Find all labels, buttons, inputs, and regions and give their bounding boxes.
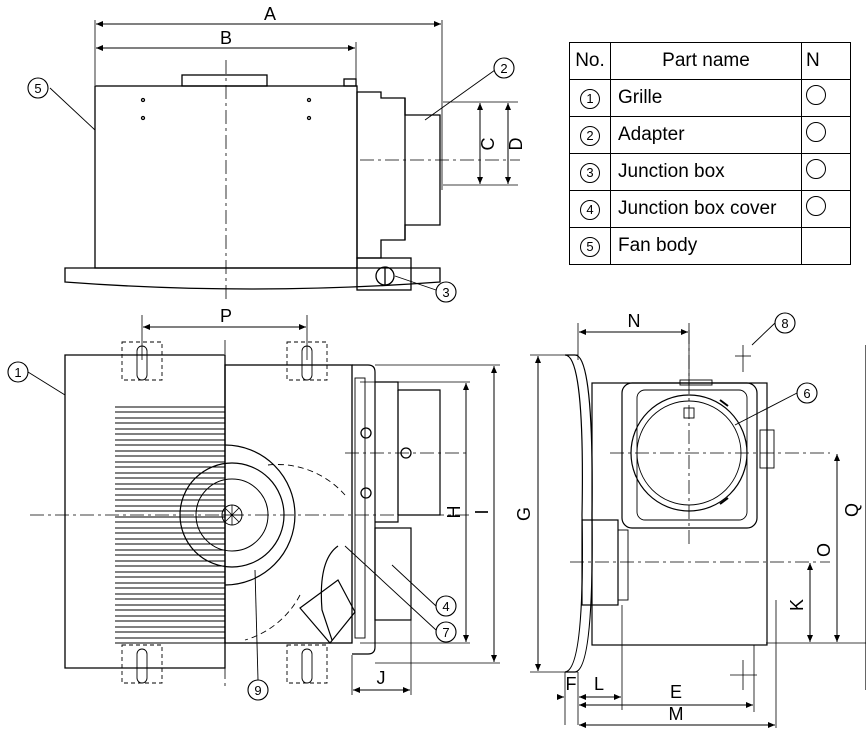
svg-text:2: 2 xyxy=(500,61,507,76)
junction-box-top xyxy=(356,257,412,291)
row-part-name: Grille xyxy=(610,79,802,117)
svg-text:5: 5 xyxy=(34,81,41,96)
row-number: 4 xyxy=(580,200,600,220)
parts-table-header: No. Part name N xyxy=(569,42,851,80)
row-number-2 xyxy=(806,122,826,142)
bottom-view xyxy=(27,315,500,695)
callout-1: 1 xyxy=(7,361,29,383)
dim-label-l: L xyxy=(594,674,604,694)
dim-label-g: G xyxy=(514,507,534,521)
row-number-2 xyxy=(806,196,826,216)
dim-label-i: I xyxy=(472,509,492,514)
row-number-2 xyxy=(806,159,826,179)
svg-text:3: 3 xyxy=(442,285,449,300)
header-part-name: Part name xyxy=(610,42,802,80)
grille-louvers xyxy=(115,406,225,644)
row-part-name: Fan body xyxy=(610,227,802,265)
header-no-2: N xyxy=(801,42,851,80)
svg-text:4: 4 xyxy=(442,599,449,614)
callout-5: 5 xyxy=(27,77,49,99)
callout-3: 3 xyxy=(435,281,457,303)
table-row: 3 Junction box xyxy=(569,153,851,191)
junction-box-bottom xyxy=(374,527,412,621)
header-no: No. xyxy=(569,42,611,80)
callout-9: 9 xyxy=(247,679,269,701)
row-part-name: Junction box cover xyxy=(610,190,802,228)
dim-label-f: F xyxy=(566,674,577,694)
svg-text:7: 7 xyxy=(442,625,449,640)
dim-label-p: P xyxy=(220,306,232,326)
dim-label-n: N xyxy=(628,311,641,331)
parts-table: No. Part name N 1 Grille 2 Adapter 3 Jun… xyxy=(569,42,851,265)
dim-label-m: M xyxy=(669,704,684,724)
dim-label-c: C xyxy=(478,138,498,151)
dim-label-a: A xyxy=(264,4,276,24)
row-number: 3 xyxy=(580,163,600,183)
svg-text:1: 1 xyxy=(14,365,21,380)
row-number: 2 xyxy=(580,126,600,146)
callout-8: 8 xyxy=(774,312,796,334)
adapter-top xyxy=(356,91,441,259)
callout-4: 4 xyxy=(435,595,457,617)
callout-6: 6 xyxy=(796,382,818,404)
table-row: 2 Adapter xyxy=(569,116,851,154)
svg-text:9: 9 xyxy=(254,683,261,698)
table-row: 5 Fan body xyxy=(569,227,851,265)
table-row: 4 Junction box cover xyxy=(569,190,851,228)
svg-text:6: 6 xyxy=(803,386,810,401)
svg-text:8: 8 xyxy=(781,316,788,331)
dim-label-e: E xyxy=(670,682,682,702)
ceiling-flange xyxy=(64,267,441,290)
dim-label-b: B xyxy=(220,28,232,48)
dim-label-k: K xyxy=(787,599,807,611)
dim-label-o: O xyxy=(814,543,834,557)
dim-label-q: Q xyxy=(842,503,862,517)
row-number: 1 xyxy=(580,89,600,109)
table-row: 1 Grille xyxy=(569,79,851,117)
callout-2: 2 xyxy=(493,57,515,79)
top-view xyxy=(49,20,520,300)
row-number: 5 xyxy=(580,237,600,257)
dim-label-d: D xyxy=(506,138,526,151)
side-view xyxy=(530,322,866,728)
dim-label-h: H xyxy=(444,506,464,519)
dim-label-j: J xyxy=(377,668,386,688)
callout-7: 7 xyxy=(435,621,457,643)
row-part-name: Junction box xyxy=(610,153,802,191)
row-number-2 xyxy=(806,85,826,105)
row-part-name: Adapter xyxy=(610,116,802,154)
